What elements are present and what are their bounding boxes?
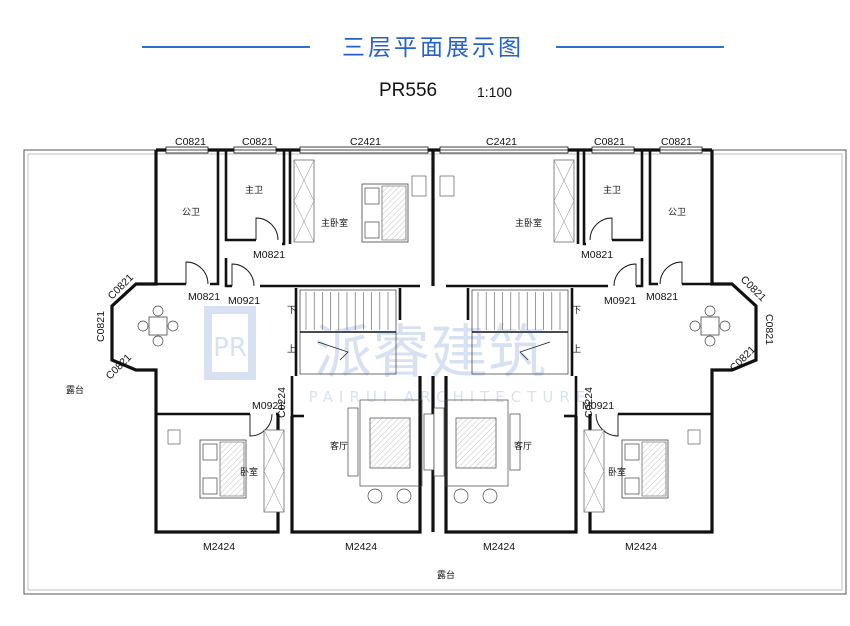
label-c0821-9: C0821 [763, 314, 775, 345]
label-c0821-3: C0821 [594, 136, 625, 148]
room-terrace-bottom: 露台 [437, 569, 455, 581]
label-c0821-1: C0821 [175, 136, 206, 148]
label-m2424-3: M2424 [483, 541, 515, 553]
stair-down-left: 下 [287, 306, 296, 316]
stair-down-right: 下 [572, 306, 581, 316]
room-master-bath-left: 主卫 [245, 184, 263, 196]
watermark: PR 派睿建筑 PAIRUI ARCHITECTURE [204, 306, 592, 406]
watermark-brand-en: PAIRUI ARCHITECTURE [309, 388, 592, 406]
door-swings [185, 217, 683, 437]
label-m0821-4: M0821 [646, 291, 678, 303]
room-bedroom-right: 卧室 [608, 466, 626, 478]
label-c2421-2: C2421 [486, 136, 517, 148]
scale-label: 1:100 [477, 84, 513, 100]
label-c2421-1: C2421 [350, 136, 381, 148]
label-m2424-4: M2424 [625, 541, 657, 553]
room-living-left: 客厅 [330, 440, 348, 452]
stair-up-right: 上 [572, 344, 581, 355]
watermark-brand: 派睿建筑 [314, 318, 546, 386]
header: 三层平面展示图 PR556 1:100 [0, 0, 850, 110]
label-m0921-1: M0921 [228, 295, 260, 307]
label-c0224-2: C0224 [583, 387, 595, 418]
room-master-bedroom-right: 主卧室 [515, 217, 542, 229]
page-title: 三层平面展示图 [342, 35, 524, 61]
label-m0921-4: M0921 [582, 400, 614, 412]
stair-up-left: 上 [287, 344, 296, 355]
label-m0821-1: M0821 [253, 249, 285, 261]
label-m2424-1: M2424 [203, 541, 235, 553]
label-c0821-8: C0821 [738, 274, 768, 304]
label-m0921-2: M0921 [604, 295, 636, 307]
label-c0821-4: C0821 [661, 136, 692, 148]
label-c0821-10: C0821 [728, 344, 758, 374]
room-bedroom-left: 卧室 [240, 466, 258, 478]
top-windows [165, 146, 703, 154]
label-m0821-3: M0821 [188, 291, 220, 303]
label-m0921-3: M0921 [252, 400, 284, 412]
label-c0821-6: C0821 [95, 311, 107, 342]
furniture [137, 159, 731, 513]
label-m2424-2: M2424 [345, 541, 377, 553]
label-m0821-2: M0821 [581, 249, 613, 261]
room-living-right: 客厅 [514, 440, 532, 452]
label-c0224-1: C0224 [276, 387, 288, 418]
label-c0821-2: C0821 [242, 136, 273, 148]
title-rule-left [142, 46, 310, 48]
watermark-logo: PR [213, 333, 247, 363]
room-master-bedroom-left: 主卧室 [321, 217, 348, 229]
room-labels: 公卫 主卫 主卧室 主卧室 主卫 公卫 卧室 卧室 客厅 客厅 露台 露台 下 … [66, 184, 686, 581]
interior-walls [154, 150, 714, 418]
title-rule-right [556, 46, 724, 48]
room-public-bath-left: 公卫 [182, 207, 200, 218]
model-code: PR556 [379, 80, 438, 101]
room-terrace-left: 露台 [66, 384, 84, 396]
room-public-bath-right: 公卫 [668, 207, 686, 218]
room-master-bath-right: 主卫 [603, 184, 621, 196]
